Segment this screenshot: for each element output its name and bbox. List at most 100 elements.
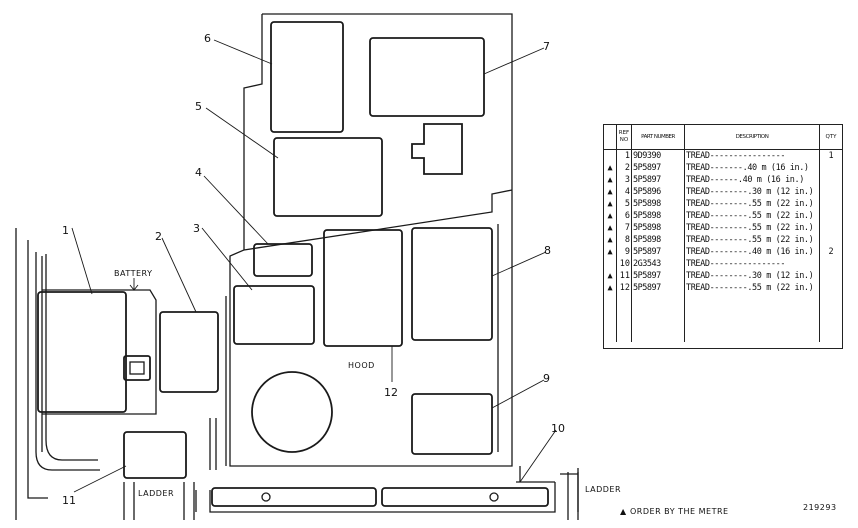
callout-9: 9	[543, 372, 550, 385]
order-by-metre-marker: ▲	[607, 187, 613, 197]
description-cell: TREAD--------.55 m (22 in.)	[684, 282, 820, 294]
battery-latch-inner	[129, 361, 145, 375]
description-cell: TREAD--------.55 m (22 in.)	[684, 222, 820, 234]
description-cell: TREAD----------------	[684, 149, 820, 162]
callout-10: 10	[551, 422, 565, 435]
qty-cell	[819, 186, 842, 198]
description-cell: TREAD--------.30 m (12 in.)	[684, 270, 820, 282]
callout-8: 8	[544, 244, 551, 257]
callout-11: 11	[62, 494, 76, 507]
qty-cell	[819, 222, 842, 234]
leader-11	[73, 465, 127, 493]
leader-8	[491, 251, 547, 277]
tread-10-left	[211, 487, 377, 507]
callout-4: 4	[195, 166, 202, 179]
callout-5: 5	[195, 100, 202, 113]
deck-outline-lower	[225, 224, 513, 467]
ref-no-cell: 7	[616, 222, 632, 234]
left-handrail	[35, 252, 100, 471]
description-cell: TREAD-------.40 m (16 in.)	[684, 162, 820, 174]
table-filler-row	[604, 294, 842, 342]
ref-no-cell: 3	[616, 174, 632, 186]
header-part-number: PART NUMBER	[631, 125, 685, 150]
ladder-left-label: LADDER	[138, 489, 174, 498]
qty-cell	[819, 174, 842, 186]
order-by-metre-marker: ▲	[607, 175, 613, 185]
qty-cell	[819, 198, 842, 210]
order-note: ORDER BY THE METRE	[630, 507, 729, 516]
qty-cell: 1	[819, 149, 842, 162]
description-cell: TREAD----------------	[684, 258, 820, 270]
callout-12: 12	[384, 386, 398, 399]
qty-cell	[819, 234, 842, 246]
qty-cell	[819, 258, 842, 270]
part-number-cell: 5P5897	[631, 174, 685, 186]
deck-outline-upper	[229, 13, 513, 296]
leader-3	[201, 227, 253, 291]
ref-no-cell: 4	[616, 186, 632, 198]
leader-4	[203, 175, 269, 245]
order-by-metre-marker	[604, 258, 617, 270]
battery-latch	[123, 355, 151, 381]
ref-no-cell: 6	[616, 210, 632, 222]
ref-no-cell: 1	[616, 149, 632, 162]
description-cell: TREAD--------.40 m (16 in.)	[684, 246, 820, 258]
callout-7: 7	[543, 40, 550, 53]
part-number-cell: 9D9390	[631, 149, 685, 162]
part-number-cell: 5P5896	[631, 186, 685, 198]
description-cell: TREAD--------.55 m (22 in.)	[684, 198, 820, 210]
ref-no-cell: 5	[616, 198, 632, 210]
ref-no-cell: 10	[616, 258, 632, 270]
description-cell: TREAD--------.30 m (12 in.)	[684, 186, 820, 198]
hood-label: HOOD	[348, 361, 375, 370]
tread-4	[253, 243, 313, 277]
leader-2	[161, 237, 197, 313]
table-header-row: REF NO PART NUMBER DESCRIPTION QTY	[604, 125, 842, 150]
callout-6: 6	[204, 32, 211, 45]
callout-1: 1	[62, 224, 69, 237]
tread-8	[411, 227, 493, 341]
tread-6	[270, 21, 344, 133]
tread-2	[159, 311, 219, 393]
part-number-cell: 5P5897	[631, 270, 685, 282]
callout-3: 3	[193, 222, 200, 235]
left-platform-outline	[15, 228, 157, 520]
ladder-right	[567, 472, 579, 520]
qty-cell	[819, 210, 842, 222]
order-by-metre-marker: ▲	[607, 283, 613, 293]
order-by-metre-marker: ▲	[607, 271, 613, 281]
part-number-cell: 5P5898	[631, 234, 685, 246]
order-by-metre-marker	[604, 150, 617, 163]
bolt-hole	[261, 492, 271, 502]
tread-1	[37, 291, 127, 413]
part-number-cell: 5P5898	[631, 198, 685, 210]
order-by-metre-marker: ▲	[607, 211, 613, 221]
battery-arrow	[129, 278, 139, 291]
part-number-cell: 5P5897	[631, 246, 685, 258]
part-number-cell: 5P5898	[631, 222, 685, 234]
callout-2: 2	[155, 230, 162, 243]
leader-5	[205, 107, 279, 159]
description-cell: TREAD--------.55 m (22 in.)	[684, 210, 820, 222]
part-number-cell: 5P5898	[631, 210, 685, 222]
ref-no-cell: 12	[616, 282, 632, 294]
order-by-metre-marker: ▲	[607, 163, 613, 173]
tread-10-right	[381, 487, 549, 507]
order-by-metre-marker: ▲	[607, 199, 613, 209]
qty-cell	[819, 162, 842, 174]
leader-10	[519, 429, 557, 483]
order-by-metre-marker: ▲	[607, 235, 613, 245]
tread-5	[273, 137, 383, 217]
tread-7	[369, 37, 485, 117]
